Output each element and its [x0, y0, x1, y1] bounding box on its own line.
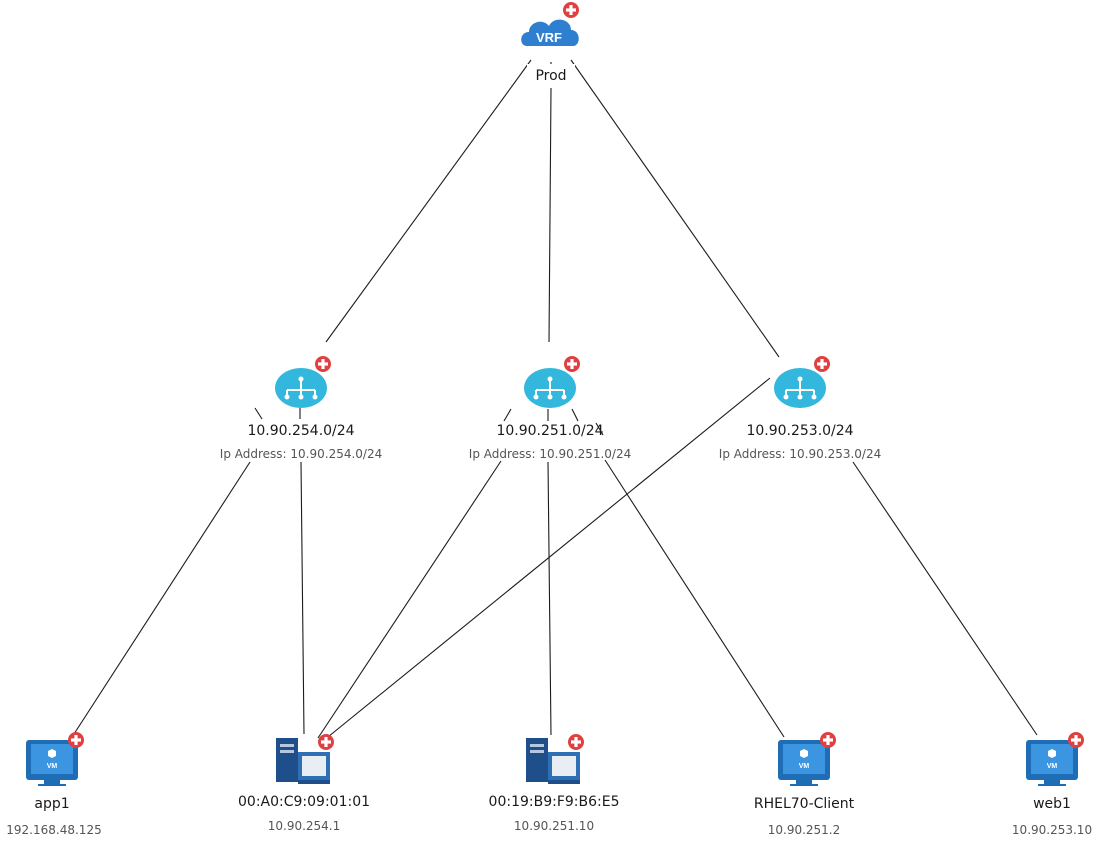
- edge-subnet-251-server2: [547, 461, 552, 736]
- host-node-rhel70-client[interactable]: VM RHEL70-Client 10.90.251.2: [754, 732, 855, 837]
- vm-icon: VM: [26, 740, 78, 786]
- subnet-node-251[interactable]: 10.90.251.0/24 Ip Address: 10.90.251.0/2…: [469, 356, 631, 461]
- host-ip: 10.90.254.1: [268, 819, 341, 833]
- vm-icon-text: VM: [1047, 763, 1058, 770]
- host-expand-badge[interactable]: [68, 732, 84, 748]
- edges: [73, 59, 1038, 742]
- subnet-expand-badge[interactable]: [814, 356, 830, 372]
- edge-subnet-251-server1: [317, 460, 502, 739]
- edge-stub: [571, 408, 579, 422]
- subnet-node-254[interactable]: 10.90.254.0/24 Ip Address: 10.90.254.0/2…: [220, 356, 382, 461]
- host-node-web1[interactable]: VM web1 10.90.253.10: [1012, 732, 1092, 837]
- edge-stub: [254, 407, 263, 420]
- vm-icon: VM: [778, 740, 830, 786]
- subnet-expand-badge[interactable]: [564, 356, 580, 372]
- vm-icon: VM: [1026, 740, 1078, 786]
- host-name: 00:19:B9:F9:B6:E5: [489, 794, 620, 810]
- server-icon: [276, 738, 330, 784]
- edge-vrf-subnet-251: [548, 87, 552, 343]
- edge-subnet-253-server1: [322, 377, 771, 742]
- edge-stub: [503, 408, 512, 422]
- edge-stub: [595, 422, 604, 436]
- host-expand-badge[interactable]: [820, 732, 836, 748]
- host-node-app1[interactable]: VM app1 192.168.48.125: [6, 732, 102, 837]
- host-ip: 10.90.251.2: [768, 823, 841, 837]
- edge-vrf-subnet-254: [325, 59, 532, 343]
- cloud-icon: VRF: [521, 19, 579, 46]
- host-expand-badge[interactable]: [568, 734, 584, 750]
- vrf-expand-badge[interactable]: [563, 2, 579, 18]
- host-name: 00:A0:C9:09:01:01: [238, 794, 370, 810]
- vrf-icon-label: VRF: [536, 30, 562, 45]
- subnet-switch-icon: [524, 368, 576, 408]
- server-icon: [526, 738, 580, 784]
- subnet-detail: Ip Address: 10.90.253.0/24: [719, 447, 881, 461]
- edge-vrf-subnet-253: [570, 59, 780, 358]
- host-expand-badge[interactable]: [318, 734, 334, 750]
- edge-subnet-251-rhel70: [604, 459, 785, 738]
- vm-icon-text: VM: [799, 763, 810, 770]
- vrf-name: Prod: [535, 68, 566, 84]
- edge-subnet-254-server1: [300, 461, 305, 735]
- host-ip: 10.90.251.10: [514, 819, 594, 833]
- host-name: app1: [34, 796, 69, 812]
- subnet-switch-icon: [275, 368, 327, 408]
- host-name: web1: [1033, 796, 1071, 812]
- host-name: RHEL70-Client: [754, 796, 855, 812]
- vm-icon-text: VM: [47, 763, 58, 770]
- vrf-node[interactable]: VRF Prod: [521, 2, 579, 84]
- subnet-name: 10.90.251.0/24: [496, 423, 603, 439]
- subnet-name: 10.90.254.0/24: [247, 423, 354, 439]
- host-ip: 192.168.48.125: [6, 823, 101, 837]
- host-node-server-1[interactable]: 00:A0:C9:09:01:01 10.90.254.1: [238, 734, 370, 833]
- host-ip: 10.90.253.10: [1012, 823, 1092, 837]
- edge-subnet-254-app1: [73, 461, 251, 735]
- host-expand-badge[interactable]: [1068, 732, 1084, 748]
- subnet-name: 10.90.253.0/24: [746, 423, 853, 439]
- subnet-switch-icon: [774, 368, 826, 408]
- subnet-detail: Ip Address: 10.90.254.0/24: [220, 447, 382, 461]
- label-bg: [527, 64, 575, 84]
- subnet-node-253[interactable]: 10.90.253.0/24 Ip Address: 10.90.253.0/2…: [719, 356, 881, 461]
- host-node-server-2[interactable]: 00:19:B9:F9:B6:E5 10.90.251.10: [489, 734, 620, 833]
- subnet-detail: Ip Address: 10.90.251.0/24: [469, 447, 631, 461]
- edge-subnet-253-web1: [852, 461, 1038, 736]
- subnet-expand-badge[interactable]: [315, 356, 331, 372]
